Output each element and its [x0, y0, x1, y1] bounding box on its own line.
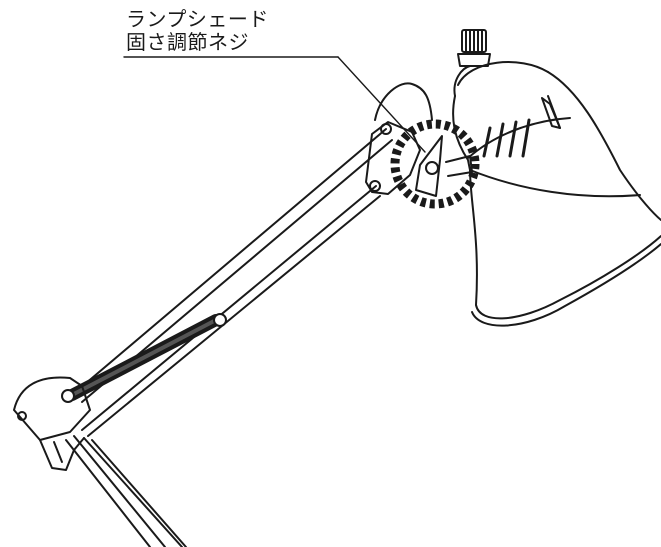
tension-spring: [61, 313, 227, 403]
lamp-shade: [452, 61, 661, 327]
lower-joint: [13, 376, 91, 471]
upper-arm: [71, 128, 393, 437]
lower-arm: [65, 435, 187, 547]
callout-label-line2: 固さ調節ネジ: [126, 30, 249, 54]
shade-bracket: [365, 121, 421, 195]
support-wire: [374, 82, 433, 121]
top-knob: [457, 29, 491, 67]
callout-label-line1: ランプシェード: [126, 7, 269, 31]
highlight-dashed-circle: [390, 119, 480, 209]
